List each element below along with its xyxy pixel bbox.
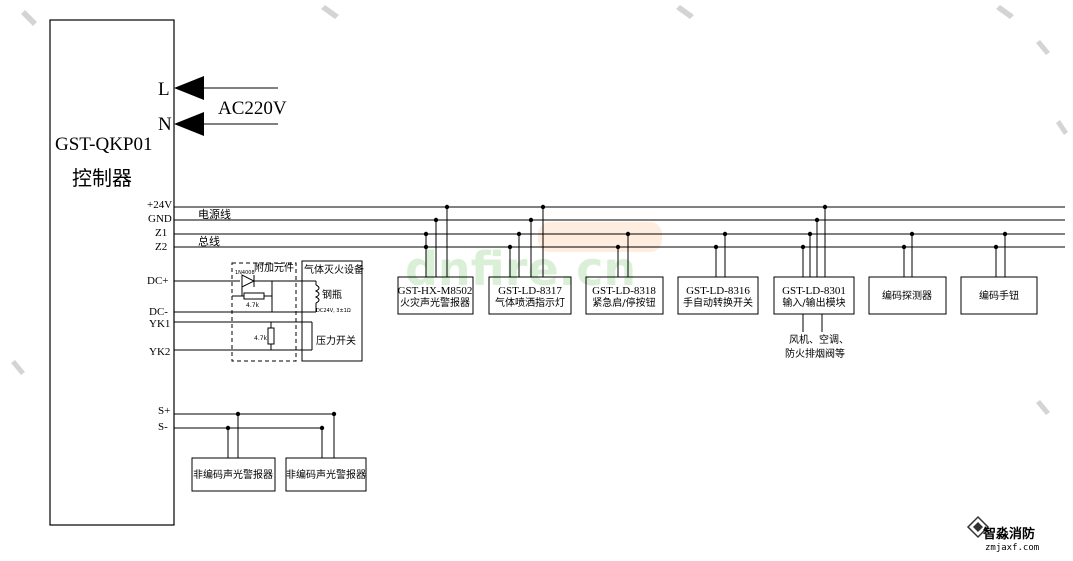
- pressure-switch-label: 压力开关: [316, 334, 356, 347]
- bus-line-label: 总线: [198, 234, 220, 248]
- logo-url: zmjaxf.com: [985, 543, 1039, 553]
- bus-drops: [425, 207, 1006, 277]
- device-1-desc: 火灾声光警报器: [400, 296, 470, 309]
- terminal-gnd: GND: [148, 213, 172, 225]
- arrow-l: [174, 76, 204, 100]
- logo-icon: [966, 515, 990, 539]
- device-5: GST-LD-8301 输入/输出模块: [773, 276, 855, 315]
- controller-name: 控制器: [72, 166, 132, 190]
- diode-label: 1N4008: [235, 270, 255, 276]
- device-4-model: GST-LD-8316: [686, 285, 750, 297]
- voltage-label: AC220V: [218, 98, 287, 119]
- logo: 智淼消防 zmjaxf.com: [966, 515, 1039, 553]
- device-3: GST-LD-8318 紧急启/停按钮: [585, 276, 664, 315]
- addon-title: 附加元件: [254, 261, 294, 274]
- controller-box: [49, 19, 175, 526]
- device-3-desc: 紧急启/停按钮: [592, 296, 655, 309]
- device-6-desc: 编码探测器: [882, 289, 932, 302]
- gas-device-box: [301, 260, 363, 362]
- bus-junction-dots: [423, 204, 1008, 250]
- sounder-2-label: 非编码声光警报器: [286, 468, 366, 481]
- terminal-24v: +24V: [147, 199, 172, 211]
- sounder-1: 非编码声光警报器: [191, 457, 276, 492]
- device-5-desc: 输入/输出模块: [782, 296, 845, 309]
- bottle-coil-icon: [314, 284, 320, 304]
- device-7: 编码手钮: [960, 276, 1038, 315]
- resistor-2-label: 4.7k: [254, 335, 268, 342]
- watermark-text: dnfire.cn: [405, 242, 636, 296]
- terminal-l-label: L: [158, 79, 170, 100]
- device-1-model: GST-HX-M8502: [398, 285, 473, 297]
- power-line-label: 电源线: [198, 207, 231, 221]
- device-2-model: GST-LD-8317: [498, 285, 562, 297]
- controller-model: GST-QKP01: [55, 134, 153, 155]
- bottle-label: 钢瓶: [322, 288, 342, 301]
- diode-icon: [241, 274, 256, 288]
- module-note-line1: 风机、空调、: [789, 333, 849, 346]
- terminal-z1: Z1: [155, 227, 167, 239]
- terminal-sp: S+: [158, 405, 170, 417]
- sounder-1-label: 非编码声光警报器: [193, 468, 273, 481]
- resistor-1-label: 4.7k: [246, 302, 260, 309]
- resistor-1-icon: [243, 292, 265, 300]
- watermark-badge: [538, 222, 662, 252]
- gas-device-title: 气体灭火设备: [304, 263, 364, 276]
- watermark-corner-marks: [11, 5, 1068, 415]
- logo-name: 智淼消防: [983, 526, 1035, 542]
- resistor-2-icon: [267, 327, 275, 345]
- device-2: GST-LD-8317 气体喷洒指示灯: [488, 276, 572, 315]
- terminal-z2: Z2: [155, 241, 167, 253]
- device-5-model: GST-LD-8301: [782, 285, 846, 297]
- addon-box: [231, 262, 297, 362]
- device-6: 编码探测器: [868, 276, 947, 315]
- module-note-line2: 防火排烟阀等: [785, 347, 845, 360]
- terminal-dcm: DC-: [149, 306, 168, 318]
- arrow-n: [174, 112, 204, 136]
- sounder-2: 非编码声光警报器: [285, 457, 367, 492]
- device-3-model: GST-LD-8318: [592, 285, 656, 297]
- terminal-dcp: DC+: [147, 275, 168, 287]
- device-2-desc: 气体喷洒指示灯: [495, 296, 565, 309]
- terminal-yk2: YK2: [149, 346, 170, 358]
- device-7-desc: 编码手钮: [979, 289, 1019, 302]
- terminal-yk1: YK1: [149, 318, 170, 330]
- terminal-n-label: N: [158, 114, 172, 135]
- device-4-desc: 手自动转换开关: [683, 296, 753, 309]
- device-4: GST-LD-8316 手自动转换开关: [677, 276, 759, 315]
- terminal-sm: S-: [158, 421, 168, 433]
- bottle-spec: DC24V, 3±1Ω: [316, 308, 351, 314]
